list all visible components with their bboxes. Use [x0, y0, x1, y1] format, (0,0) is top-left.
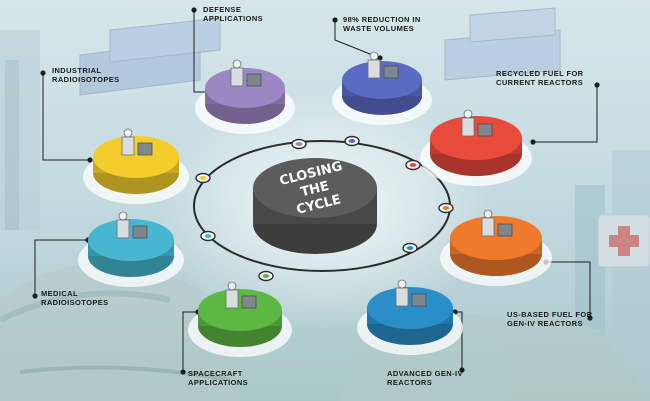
label-recycled-fuel: RECYCLED FUEL FOR CURRENT REACTORS	[496, 69, 584, 87]
center-disc	[253, 158, 377, 254]
leader-waste	[334, 20, 381, 59]
us-fuel-disc	[440, 209, 552, 286]
leader-defense	[193, 10, 210, 93]
gen-iv-disc	[357, 279, 463, 355]
leader-industrial	[42, 73, 90, 161]
ring-nodes	[195, 135, 454, 282]
leader-spacecraft	[182, 311, 198, 372]
waste-disc	[332, 51, 432, 125]
label-waste-reduction: 98% REDUCTION IN WASTE VOLUMES	[343, 15, 421, 33]
defense-disc	[195, 59, 295, 134]
label-medical-radioisotopes: MEDICAL RADIOISOTOPES	[41, 289, 109, 307]
recycled-fuel-disc	[420, 109, 532, 186]
spacecraft-disc	[188, 281, 292, 357]
label-advanced-reactors: ADVANCED GEN-IV REACTORS	[387, 369, 463, 387]
leader-recycled-fuel	[533, 85, 598, 143]
label-us-based-fuel: US-BASED FUEL FOR GEN-IV REACTORS	[507, 310, 593, 328]
center-title-line-2: THE	[299, 179, 330, 200]
medical-disc	[78, 211, 184, 287]
leader-us-fuel	[546, 261, 591, 318]
industrial-disc	[83, 128, 189, 204]
label-spacecraft-applications: SPACECRAFT APPLICATIONS	[188, 369, 249, 387]
label-industrial-radioisotopes: INDUSTRIAL RADIOISOTOPES	[52, 66, 120, 84]
application-discs	[78, 51, 552, 357]
leader-medical	[34, 239, 88, 296]
label-defense-applications: DEFENSE APPLICATIONS	[203, 5, 264, 23]
